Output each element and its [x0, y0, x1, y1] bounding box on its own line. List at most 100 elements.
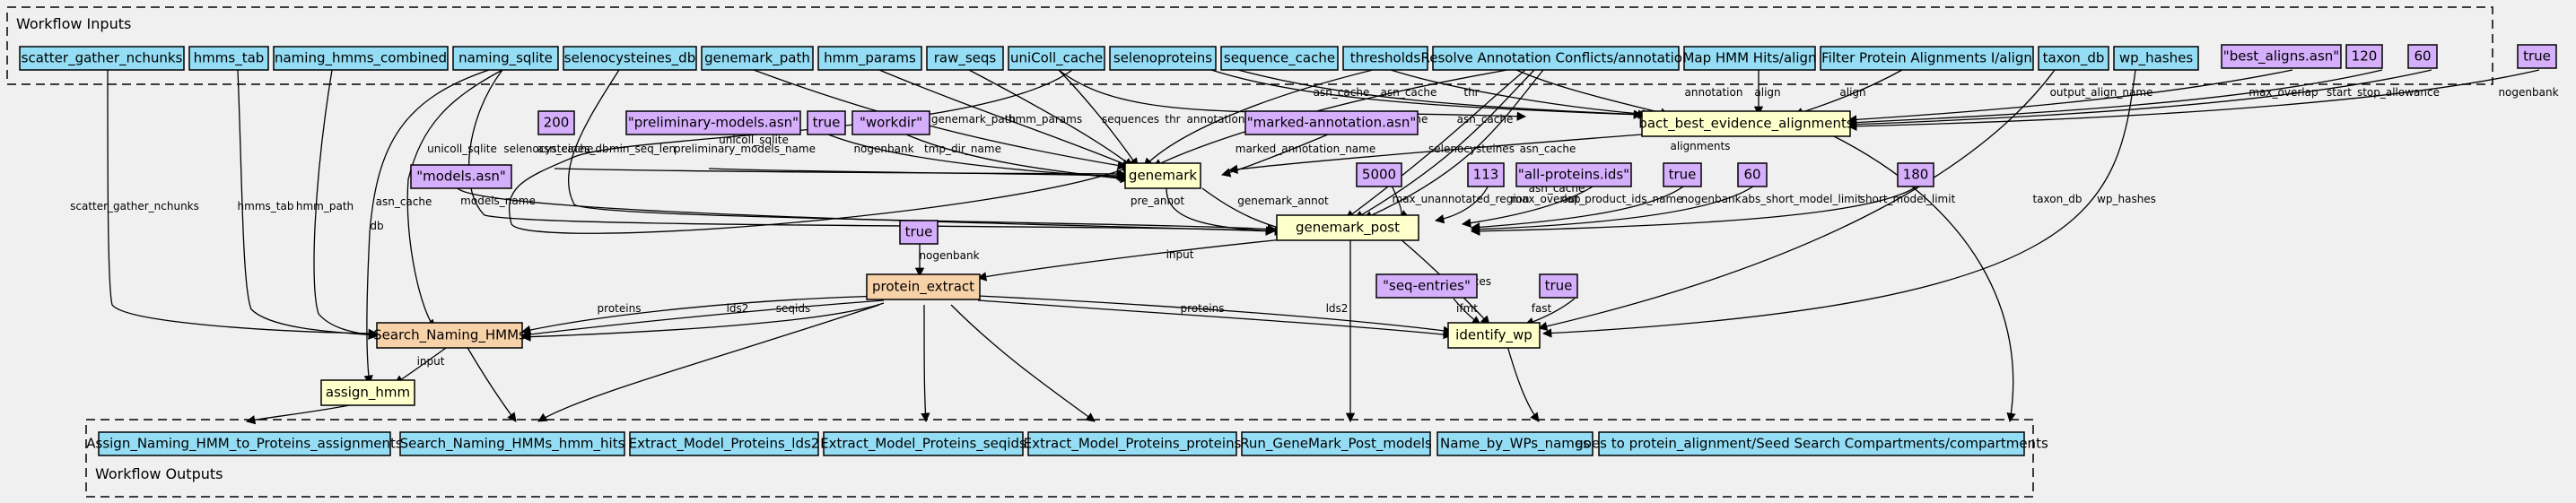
node-out-proteins[interactable]: Extract_Model_Proteins_proteins — [1024, 431, 1242, 456]
node-out-assign-naming[interactable]: Assign_Naming_HMM_to_Proteins_assignment… — [86, 431, 403, 456]
edge-asn-cache-gp-c — [1363, 69, 1544, 220]
label-asn-cache-c: asn_cache — [1314, 86, 1370, 99]
label-seqids: seqids — [776, 302, 810, 315]
node-113-default[interactable]: 113 — [1467, 162, 1505, 187]
node-map-hmm-hits[interactable]: Map HMM Hits/align — [1682, 46, 1817, 71]
edge-sequences-a — [968, 69, 1133, 168]
node-assign-hmm[interactable]: assign_hmm — [320, 379, 415, 406]
node-search-naming-hmms[interactable]: Search_Naming_HMMs — [373, 322, 526, 349]
edge-asn-cache-bact — [1058, 69, 1527, 121]
label-out-product-ids: out_product_ids_name — [1561, 193, 1682, 205]
node-true-default-e[interactable]: true — [1539, 273, 1578, 299]
edge-scatter-gather — [107, 69, 379, 339]
label-lds2-a: lds2 — [727, 302, 749, 315]
node-label: wp_hashes — [2119, 50, 2194, 67]
node-180-default[interactable]: 180 — [1897, 162, 1934, 187]
node-out-seqids[interactable]: Extract_Model_Proteins_seqids — [820, 431, 1026, 456]
node-true-default-d[interactable]: true — [899, 220, 939, 245]
node-out-run-genemark[interactable]: Run_GeneMark_Post_models — [1240, 431, 1432, 456]
node-label: genemark_post — [1296, 220, 1400, 237]
label-thr-a: thr — [1165, 113, 1180, 126]
edge-models-name — [457, 187, 1276, 236]
node-out-name-by-wp[interactable]: Name_by_WPs_names — [1436, 431, 1594, 456]
node-protein-extract[interactable]: protein_extract — [866, 273, 981, 300]
node-taxon-db[interactable]: taxon_db — [2038, 46, 2109, 71]
node-true-default-a[interactable]: true — [2517, 44, 2557, 69]
node-genemark-path[interactable]: genemark_path — [701, 46, 814, 71]
node-workdir-default[interactable]: "workdir" — [851, 110, 930, 135]
node-scatter-gather-nchunks[interactable]: scatter_gather_nchunks — [19, 46, 185, 71]
node-120-default[interactable]: 120 — [2345, 44, 2383, 69]
edge-out-product-ids — [1461, 183, 1598, 228]
node-label: "preliminary-models.asn" — [628, 115, 799, 131]
node-thresholds[interactable]: thresholds — [1342, 46, 1428, 71]
node-hmm-params[interactable]: hmm_params — [817, 46, 922, 71]
label-nogenbank-b: nogenbank — [853, 143, 913, 155]
node-200-default[interactable]: 200 — [537, 110, 575, 135]
node-wp-hashes[interactable]: wp_hashes — [2113, 46, 2199, 71]
workflow-inputs-title: Workflow Inputs — [16, 15, 131, 32]
edge-start-stop — [1847, 69, 2432, 129]
edge-pre-annot — [1166, 187, 1285, 236]
node-hmms-tab[interactable]: hmms_tab — [188, 46, 269, 71]
node-true-default-b[interactable]: true — [807, 110, 846, 135]
edge-hmm-path — [313, 69, 379, 340]
node-seq-entries-default[interactable]: "seq-entries" — [1375, 273, 1478, 299]
edge-bact-to-goes — [1829, 134, 2016, 423]
edge-asn-cache-search — [406, 69, 503, 329]
label-asn-cache-search: asn_cache — [376, 195, 432, 208]
node-label: Filter Protein Alignments I/align — [1821, 50, 2032, 66]
node-true-default-c[interactable]: true — [1663, 162, 1702, 187]
edge-taxon-db — [1537, 69, 2056, 331]
node-out-lds2[interactable]: Extract_Model_Proteins_lds2 — [629, 431, 820, 456]
node-identify-wp[interactable]: identify_wp — [1447, 322, 1541, 349]
label-annotation-b: annotation — [1685, 86, 1743, 99]
edge-abs-short — [1470, 183, 1758, 234]
node-label: Extract_Model_Proteins_lds2 — [629, 436, 820, 453]
node-label: uniColl_cache — [1010, 50, 1103, 67]
edge-genemark-path — [753, 69, 1128, 170]
label-proteins-b: proteins — [1181, 302, 1225, 315]
edge-seqids — [520, 302, 885, 342]
node-label: genemark_path — [704, 50, 810, 67]
node-models-default[interactable]: "models.asn" — [410, 164, 512, 189]
node-bact-best-evidence[interactable]: bact_best_evidence_alignments — [1638, 110, 1854, 137]
node-label: true — [1545, 278, 1573, 294]
node-best-aligns-default[interactable]: "best_aligns.asn" — [2221, 44, 2342, 69]
label-max-overlap-a: max_overlap — [2249, 86, 2318, 99]
label-tmp-dir: tmp_dir_name — [924, 143, 1001, 155]
node-genemark[interactable]: genemark — [1124, 162, 1201, 189]
node-selenoproteins[interactable]: selenoproteins — [1109, 46, 1217, 71]
node-60-default-b[interactable]: 60 — [1737, 162, 1768, 187]
node-5000-default[interactable]: 5000 — [1356, 162, 1402, 187]
node-label: hmm_params — [824, 50, 916, 67]
node-prelim-models-default[interactable]: "preliminary-models.asn" — [625, 110, 801, 135]
node-genemark-post[interactable]: genemark_post — [1276, 214, 1419, 241]
edge-selenocysteines-db — [567, 69, 1278, 234]
label-marked-annotation: marked_annotation_name — [1236, 143, 1375, 155]
node-selenocysteines-db[interactable]: selenocysteines_db — [563, 46, 697, 71]
label-alignments: alignments — [1671, 140, 1731, 152]
node-naming-sqlite[interactable]: naming_sqlite — [452, 46, 559, 71]
node-naming-hmms-combined[interactable]: naming_hmms_combined — [273, 46, 449, 71]
workflow-outputs-cluster — [85, 419, 2034, 498]
label-input-b: input — [417, 355, 445, 368]
label-abs-short: abs_short_model_limit — [1742, 193, 1862, 205]
node-label: protein_extract — [872, 279, 974, 296]
node-resolve-annotation[interactable]: Resolve Annotation Conflicts/annotation — [1421, 46, 1691, 71]
workflow-outputs-title: Workflow Outputs — [95, 465, 223, 482]
node-raw-seqs[interactable]: raw_seqs — [926, 46, 1004, 71]
node-filter-protein[interactable]: Filter Protein Alignments I/align — [1820, 46, 2034, 71]
node-out-goes-to[interactable]: goes to protein_alignment/Seed Search Co… — [1575, 431, 2048, 456]
node-label: "best_aligns.asn" — [2223, 48, 2339, 65]
node-unicoll-cache[interactable]: uniColl_cache — [1008, 46, 1105, 71]
node-sequence-cache[interactable]: sequence_cache — [1220, 46, 1339, 71]
node-label: "seq-entries" — [1383, 278, 1471, 294]
node-all-proteins-default[interactable]: "all-proteins.ids" — [1515, 162, 1632, 187]
edge-min-seq-len — [554, 168, 1127, 179]
node-60-default-a[interactable]: 60 — [2407, 44, 2438, 69]
node-out-search-hits[interactable]: Search_Naming_HMMs_hmm_hits — [399, 431, 625, 456]
edge-marked-annotation — [1220, 134, 1329, 178]
label-nogenbank-a: nogenbank — [2498, 86, 2558, 99]
node-marked-annotation-default[interactable]: "marked-annotation.asn" — [1244, 110, 1419, 135]
